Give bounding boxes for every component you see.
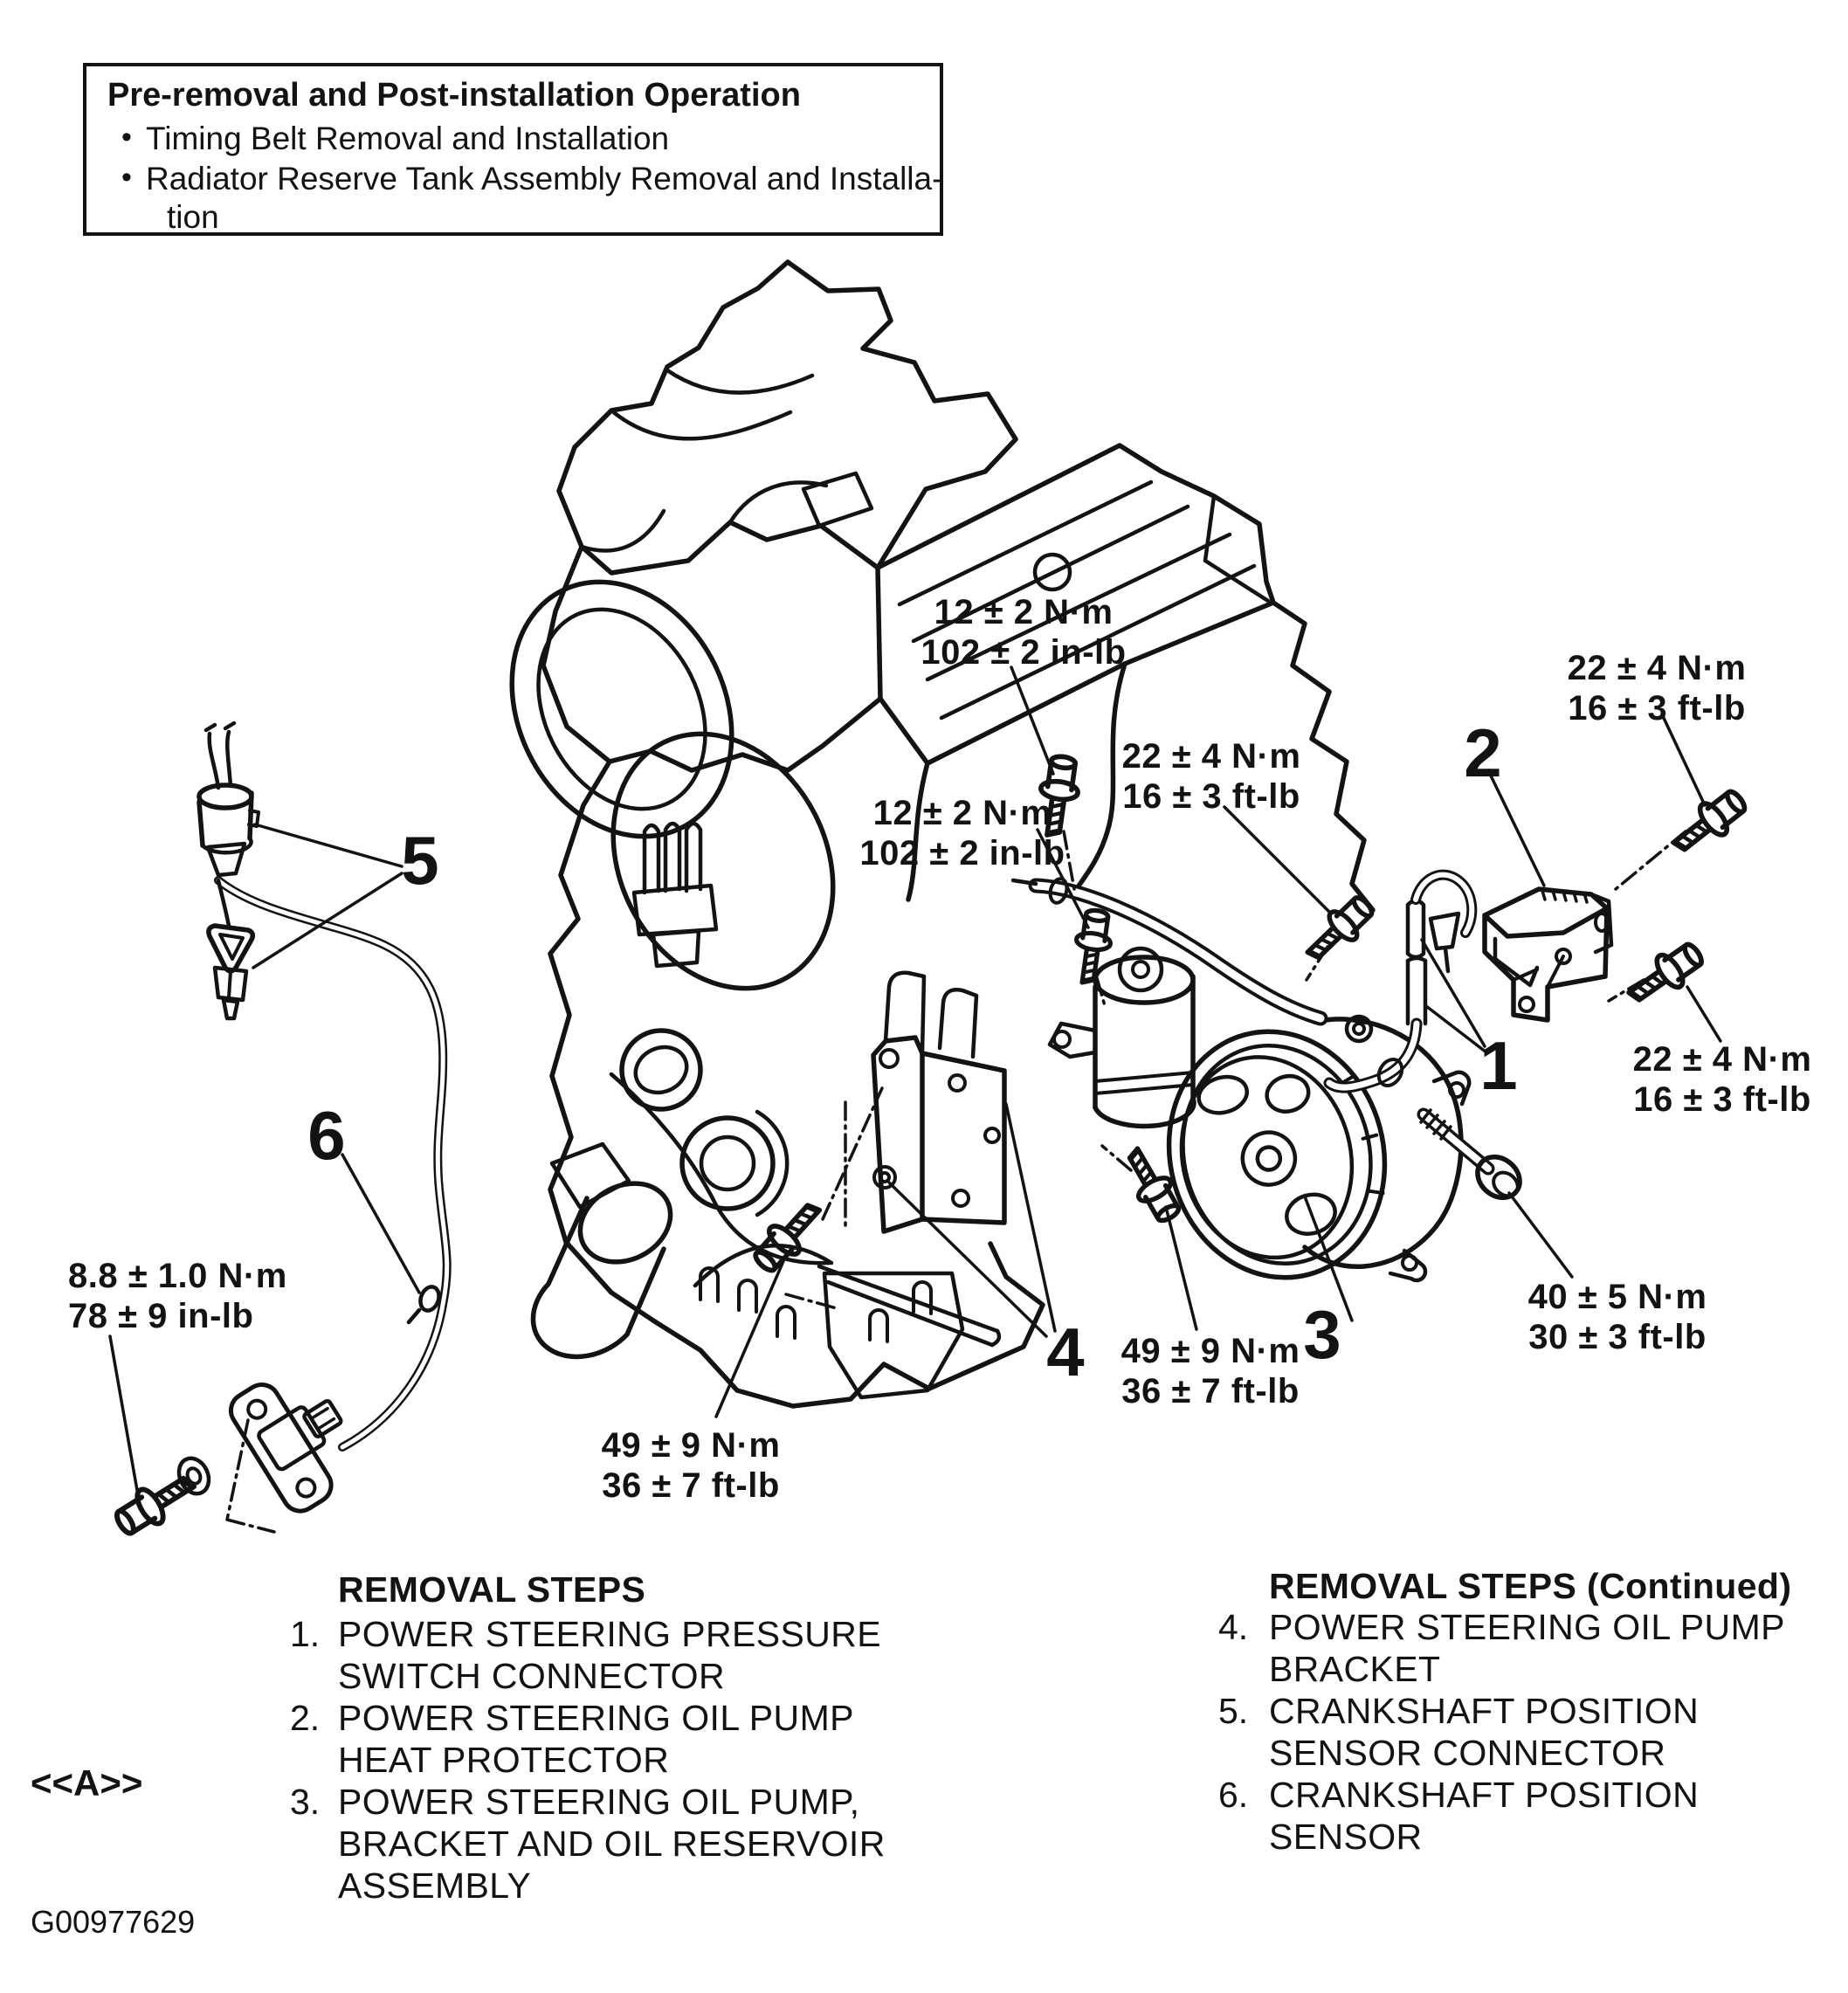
step-line: POWER STEERING OIL PUMP [1269,1607,1785,1647]
pre-removal-note-box: Pre-removal and Post-installation Operat… [83,63,943,236]
step-number: 2. [290,1698,321,1738]
callout-2: 2 [1464,714,1502,791]
note-box-title: Pre-removal and Post-installation Operat… [107,77,801,114]
engine-block-drawing [509,544,1045,1409]
step-number: 5. [1218,1691,1249,1731]
step-number: 1. [290,1614,321,1654]
step-line: HEAT PROTECTOR [338,1740,670,1780]
removal-steps-header: REMOVAL STEPS [338,1569,646,1610]
intake-plenum-drawing [556,259,1018,576]
bolt-icon [748,1194,829,1278]
engine-right-edge-drawing [906,600,1376,913]
power-steering-pump-drawing [1010,877,1472,1283]
sensor-harness-drawing [214,876,452,1452]
note-bullet-2: • Radiator Reserve Tank Assembly Removal … [107,161,942,197]
oil-reservoir-drawing [1047,946,1196,1129]
step-line: SWITCH CONNECTOR [338,1656,725,1696]
valve-cover-drawing [875,443,1276,766]
step-line: SENSOR [1269,1817,1423,1857]
step-number: 4. [1218,1607,1249,1647]
step-line: BRACKET [1269,1649,1441,1689]
pressure-switch-connector-drawing [197,721,260,878]
washer-hole [185,1466,203,1486]
step-line: CRANKSHAFT POSITION [1269,1691,1700,1731]
bolt-icon [1666,783,1752,862]
bolt-icon [1071,908,1114,986]
step-line: POWER STEERING OIL PUMP [338,1698,854,1738]
heat-protector-drawing [1482,886,1614,1023]
callout-4: 4 [1046,1314,1085,1390]
step-number: 6. [1218,1775,1249,1815]
step-line: POWER STEERING PRESSURE [338,1614,882,1654]
figure-code: G00977629 [31,1904,196,1940]
callout-1: 1 [1479,1027,1518,1104]
note-bullet-1-text: Timing Belt Removal and Installation [146,121,670,156]
washer-drawing [176,1456,211,1496]
step-line: POWER STEERING OIL PUMP, [338,1782,860,1822]
step-line: ASSEMBLY [338,1865,532,1906]
pump-pulley-drawing [1166,1029,1388,1280]
bolt-icon [1300,890,1379,969]
fastener-bolts [110,755,1752,1541]
bullet-icon: • [121,121,132,154]
note-bullet-2-text: Radiator Reserve Tank Assembly Removal a… [146,161,943,197]
note-bullet-1: • Timing Belt Removal and Installation [107,121,669,157]
callout-3: 3 [1303,1296,1341,1373]
long-bolt-icon [1417,1107,1522,1200]
oil-pump-bracket-drawing [817,970,1007,1348]
pressure-pipes-drawing [1323,869,1478,1093]
crank-sensor-connector-drawing [206,923,256,1021]
crank-sensor-drawing [228,1383,343,1514]
step-number: 3. [290,1782,321,1822]
callout-6: 6 [307,1097,346,1174]
callout-5: 5 [401,822,439,899]
assembly-dash-lines [821,830,1687,1221]
step-line: BRACKET AND OIL RESERVOIR [338,1824,886,1864]
sensor-align-dashes [225,1418,276,1534]
step-line: CRANKSHAFT POSITION [1269,1775,1700,1815]
step-line: SENSOR CONNECTOR [1269,1733,1666,1773]
removal-steps-continued-header: REMOVAL STEPS (Continued) [1269,1566,1792,1606]
section-marker: <<A>> [31,1762,143,1803]
bullet-icon: • [121,161,132,194]
leader-lines [108,665,1722,1497]
note-bullet-2-cont: tion [167,199,219,235]
